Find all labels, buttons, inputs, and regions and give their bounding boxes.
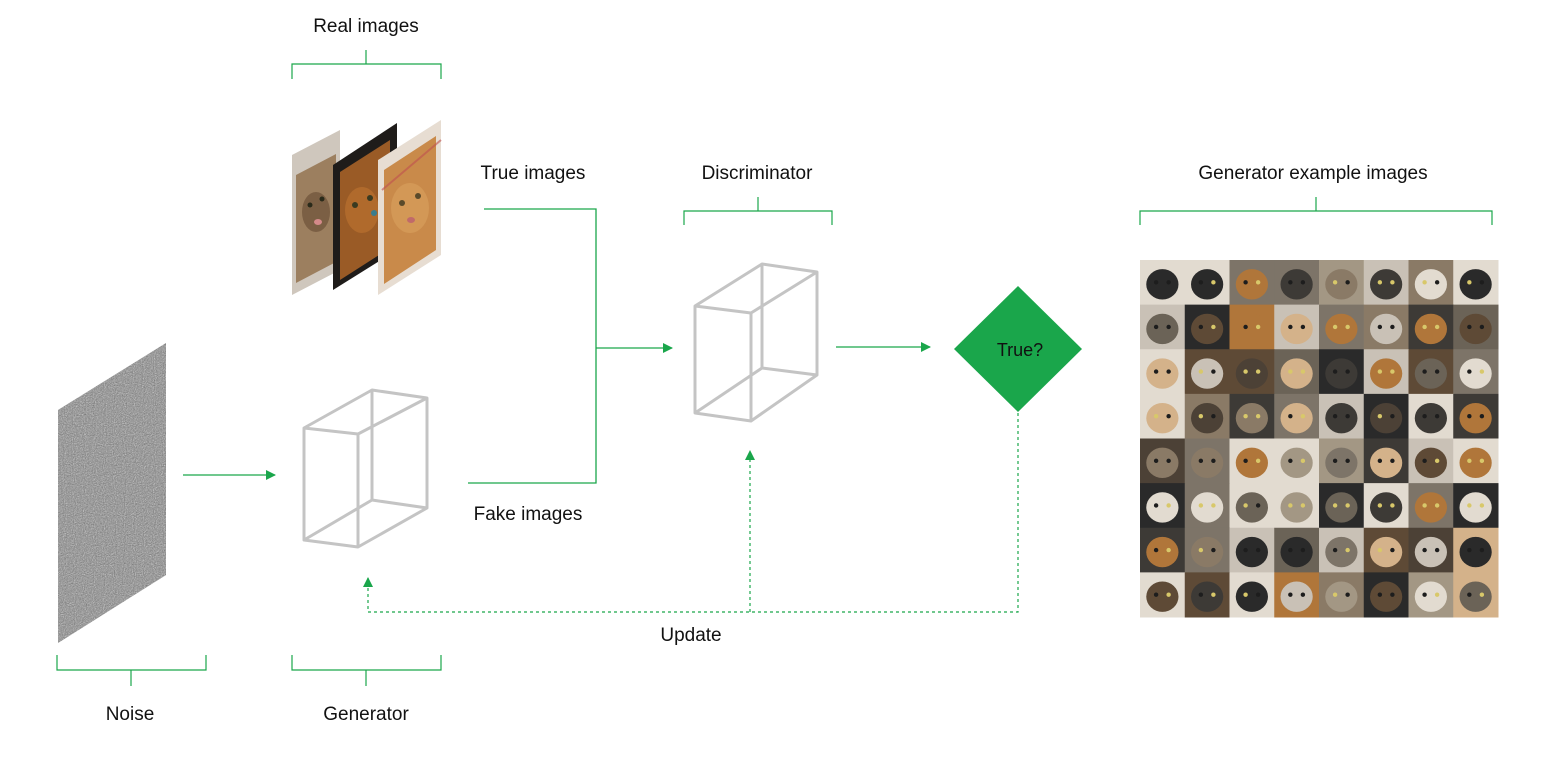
label-discriminator: Discriminator xyxy=(702,163,814,184)
example-image-tile xyxy=(1453,349,1499,395)
example-image-tile xyxy=(1229,438,1275,484)
example-image-tile xyxy=(1408,393,1454,439)
example-image-tile xyxy=(1184,438,1230,484)
example-image-tile xyxy=(1229,572,1275,618)
example-image-tile xyxy=(1274,483,1320,529)
example-image-tile xyxy=(1140,527,1186,573)
discriminator-box xyxy=(693,262,819,423)
example-image-tile xyxy=(1319,304,1365,350)
label-noise: Noise xyxy=(106,704,155,725)
example-image-tile xyxy=(1229,260,1275,306)
update-arrows xyxy=(363,413,1019,613)
label-generator: Generator xyxy=(323,704,409,725)
example-image-tile xyxy=(1229,393,1275,439)
example-image-tile xyxy=(1184,393,1230,439)
example-image-tile xyxy=(1184,527,1230,573)
example-image-tile xyxy=(1229,527,1275,573)
example-image-tile xyxy=(1274,260,1320,306)
example-image-tile xyxy=(1319,349,1365,395)
example-image-tile xyxy=(1319,483,1365,529)
example-image-tile xyxy=(1408,483,1454,529)
example-image-tile xyxy=(1319,438,1365,484)
example-image-tile xyxy=(1363,393,1409,439)
bracket-generator xyxy=(291,655,442,686)
example-image-tile xyxy=(1408,572,1454,618)
label-generator-examples: Generator example images xyxy=(1198,163,1427,184)
generator-example-grid xyxy=(1140,260,1499,618)
example-image-tile xyxy=(1453,572,1499,618)
example-image-tile xyxy=(1184,483,1230,529)
line-update-feedback xyxy=(363,413,1019,613)
line-fake-images xyxy=(468,348,597,484)
example-image-tile xyxy=(1184,304,1230,350)
example-image-tile xyxy=(1408,438,1454,484)
example-image-tile xyxy=(1140,438,1186,484)
bracket-discriminator xyxy=(683,197,833,225)
example-image-tile xyxy=(1319,393,1365,439)
example-image-tile xyxy=(1184,349,1230,395)
example-image-tile xyxy=(1453,260,1499,306)
noise-panel xyxy=(58,343,166,643)
bracket-generator-examples xyxy=(1139,197,1493,225)
example-image-tile xyxy=(1453,393,1499,439)
example-image-tile xyxy=(1274,572,1320,618)
example-image-tile xyxy=(1274,393,1320,439)
bracket-noise xyxy=(56,655,207,686)
example-image-tile xyxy=(1453,483,1499,529)
example-image-tile xyxy=(1363,527,1409,573)
bracket-real-images xyxy=(291,50,442,79)
example-image-tile xyxy=(1363,349,1409,395)
example-image-tile xyxy=(1453,527,1499,573)
example-image-tile xyxy=(1363,438,1409,484)
example-image-tile xyxy=(1229,349,1275,395)
example-image-tile xyxy=(1229,304,1275,350)
decision-label: True? xyxy=(997,340,1043,360)
real-image-3 xyxy=(378,120,442,295)
real-image-1 xyxy=(292,130,340,295)
example-image-tile xyxy=(1274,304,1320,350)
example-image-tile xyxy=(1229,483,1275,529)
example-image-tile xyxy=(1363,260,1409,306)
example-image-tile xyxy=(1184,572,1230,618)
example-image-tile xyxy=(1408,304,1454,350)
example-image-tile xyxy=(1319,527,1365,573)
decision-diamond: True? xyxy=(954,286,1082,412)
example-image-tile xyxy=(1408,527,1454,573)
example-image-tile xyxy=(1453,304,1499,350)
line-true-images xyxy=(484,208,597,348)
flow-arrows xyxy=(183,208,931,484)
example-image-tile xyxy=(1319,572,1365,618)
example-image-tile xyxy=(1140,349,1186,395)
example-image-tile xyxy=(1274,438,1320,484)
generator-box xyxy=(302,388,429,549)
label-update: Update xyxy=(660,625,721,646)
real-images-stack xyxy=(292,120,442,295)
example-image-tile xyxy=(1140,304,1186,350)
label-true-images: True images xyxy=(481,163,586,184)
example-image-tile xyxy=(1274,527,1320,573)
example-image-tile xyxy=(1140,483,1186,529)
example-image-tile xyxy=(1274,349,1320,395)
example-image-tile xyxy=(1363,572,1409,618)
example-image-tile xyxy=(1363,483,1409,529)
example-image-tile xyxy=(1453,438,1499,484)
example-image-tile xyxy=(1140,260,1186,306)
example-image-tile xyxy=(1408,260,1454,306)
example-image-tile xyxy=(1363,304,1409,350)
example-image-tile xyxy=(1140,572,1186,618)
example-image-tile xyxy=(1319,260,1365,306)
example-image-tile xyxy=(1408,349,1454,395)
label-real-images: Real images xyxy=(313,16,419,37)
example-image-tile xyxy=(1140,393,1186,439)
label-fake-images: Fake images xyxy=(474,504,583,525)
example-image-tile xyxy=(1184,260,1230,306)
